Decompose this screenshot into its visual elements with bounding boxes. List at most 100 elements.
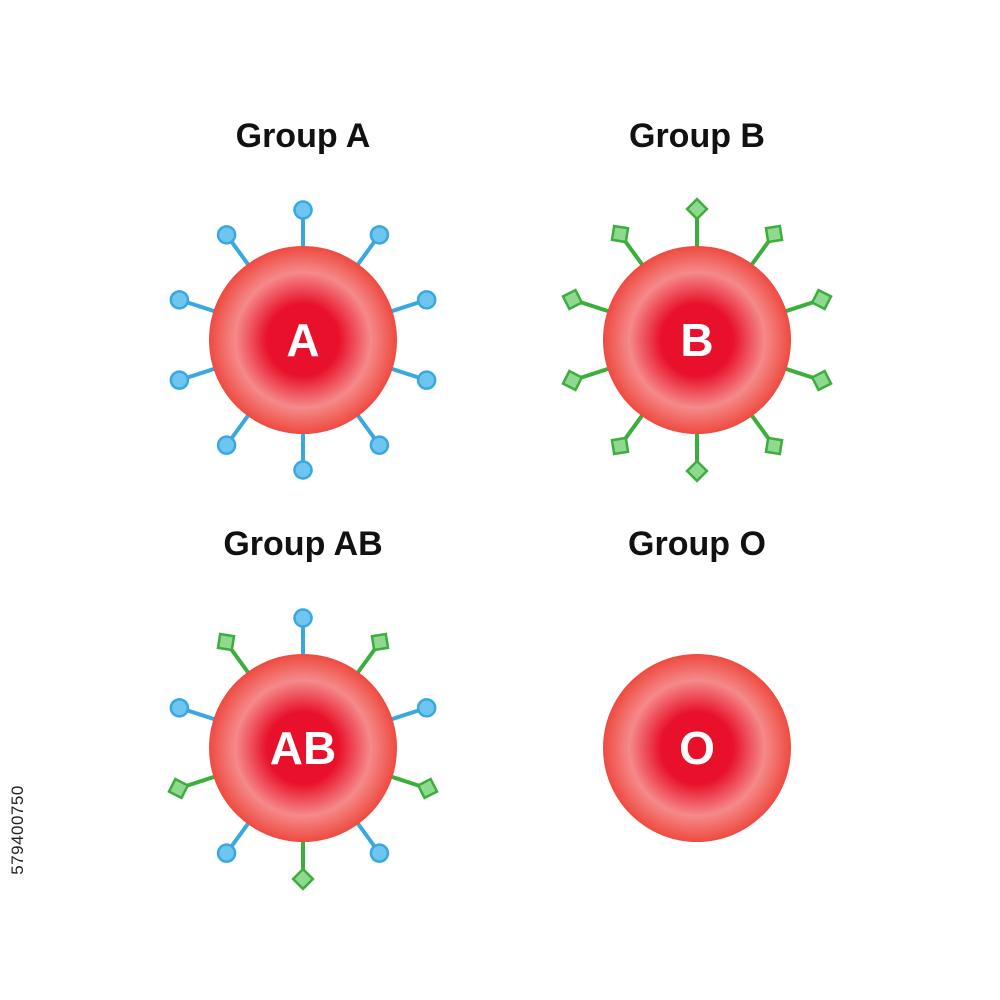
red-blood-cell	[603, 654, 791, 842]
antigen-stem	[576, 365, 616, 381]
b-antigen	[746, 224, 784, 271]
group-a-title: Group A	[235, 117, 371, 155]
group-b-panel: Group B B	[547, 110, 847, 490]
antigen-circle-tip	[293, 200, 313, 220]
group-o-panel: Group O O	[547, 518, 847, 898]
antigen-stem	[182, 365, 222, 381]
antigen-diamond-tip	[561, 288, 584, 311]
antigen-diamond-tip	[370, 632, 390, 652]
b-antigen	[291, 834, 315, 891]
antigen-diamond-tip	[416, 777, 439, 800]
cell-letter: B	[680, 314, 713, 366]
group-ab-panel: Group AB AB	[153, 518, 453, 898]
a-antigen	[293, 426, 313, 480]
antigen-circle-tip	[369, 225, 390, 245]
b-antigen	[167, 773, 222, 800]
antigen-circle-tip	[369, 435, 390, 455]
b-antigen	[610, 409, 648, 456]
group-b-title: Group B	[629, 117, 765, 155]
antigen-diamond-tip	[764, 436, 784, 456]
antigen-circle-tip	[416, 370, 437, 390]
antigen-circle-tip	[169, 290, 190, 310]
cell-letter: A	[286, 314, 319, 366]
antigen-stem	[384, 707, 424, 723]
b-antigen	[685, 426, 709, 483]
group-o-title: Group O	[628, 525, 766, 563]
a-antigen	[293, 200, 313, 254]
red-blood-cell	[209, 246, 397, 434]
cell-letter: O	[679, 722, 715, 774]
antigen-circle-tip	[216, 843, 237, 863]
b-antigen	[384, 773, 439, 800]
b-antigen	[216, 632, 254, 679]
a-antigen	[352, 817, 390, 863]
antigen-stem	[621, 409, 648, 444]
antigen-circle-tip	[169, 370, 190, 390]
a-antigen	[169, 290, 222, 315]
antigen-stem	[182, 299, 222, 315]
group-ab-cell: AB	[167, 608, 439, 891]
antigen-diamond-tip	[167, 777, 190, 800]
b-antigen	[561, 288, 616, 315]
antigen-stem	[227, 817, 254, 852]
antigen-stem	[576, 299, 616, 315]
antigen-stem	[621, 236, 648, 271]
antigen-stem	[746, 409, 773, 444]
a-antigen	[169, 698, 222, 723]
antigen-circle-tip	[293, 460, 313, 480]
antigen-stem	[384, 773, 424, 789]
a-antigen	[352, 409, 390, 455]
antigen-circle-tip	[369, 843, 390, 863]
b-antigen	[778, 288, 833, 315]
antigen-stem	[778, 299, 818, 315]
antigen-group	[169, 200, 437, 480]
antigen-stem	[227, 409, 254, 444]
antigen-stem	[352, 409, 379, 444]
antigen-stem	[384, 365, 424, 381]
antigen-circle-tip	[416, 698, 437, 718]
antigen-stem	[352, 817, 379, 852]
a-antigen	[169, 365, 222, 390]
b-antigen	[561, 365, 616, 392]
b-antigen	[610, 224, 648, 271]
antigen-diamond-tip	[610, 224, 630, 244]
antigen-circle-tip	[169, 698, 190, 718]
antigen-stem	[352, 644, 379, 679]
antigen-circle-tip	[293, 608, 313, 628]
antigen-circle-tip	[216, 435, 237, 455]
antigen-diamond-tip	[810, 288, 833, 311]
a-antigen	[384, 365, 437, 390]
antigen-circle-tip	[216, 225, 237, 245]
cell-letter: AB	[270, 722, 336, 774]
a-antigen	[216, 225, 254, 271]
b-antigen	[685, 197, 709, 254]
group-a-panel: Group A A	[153, 110, 453, 490]
antigen-group	[561, 197, 833, 483]
a-antigen	[384, 698, 437, 723]
antigen-stem	[182, 773, 222, 789]
antigen-stem	[182, 707, 222, 723]
antigen-diamond-tip	[291, 867, 315, 891]
stock-image-id: 579400750	[8, 785, 27, 875]
a-antigen	[216, 817, 254, 863]
antigen-diamond-tip	[685, 197, 709, 221]
antigen-stem	[352, 236, 379, 271]
antigen-stem	[227, 236, 254, 271]
a-antigen	[293, 608, 313, 662]
group-a-cell: A	[169, 200, 437, 480]
antigen-diamond-tip	[216, 632, 236, 652]
antigen-stem	[227, 644, 254, 679]
antigen-stem	[778, 365, 818, 381]
a-antigen	[384, 290, 437, 315]
antigen-group	[167, 608, 439, 891]
b-antigen	[352, 632, 390, 679]
group-ab-title: Group AB	[223, 525, 383, 563]
antigen-stem	[746, 236, 773, 271]
antigen-diamond-tip	[685, 459, 709, 483]
antigen-diamond-tip	[764, 224, 784, 244]
antigen-diamond-tip	[610, 436, 630, 456]
antigen-stem	[384, 299, 424, 315]
a-antigen	[352, 225, 390, 271]
antigen-diamond-tip	[561, 369, 584, 392]
antigen-diamond-tip	[810, 369, 833, 392]
